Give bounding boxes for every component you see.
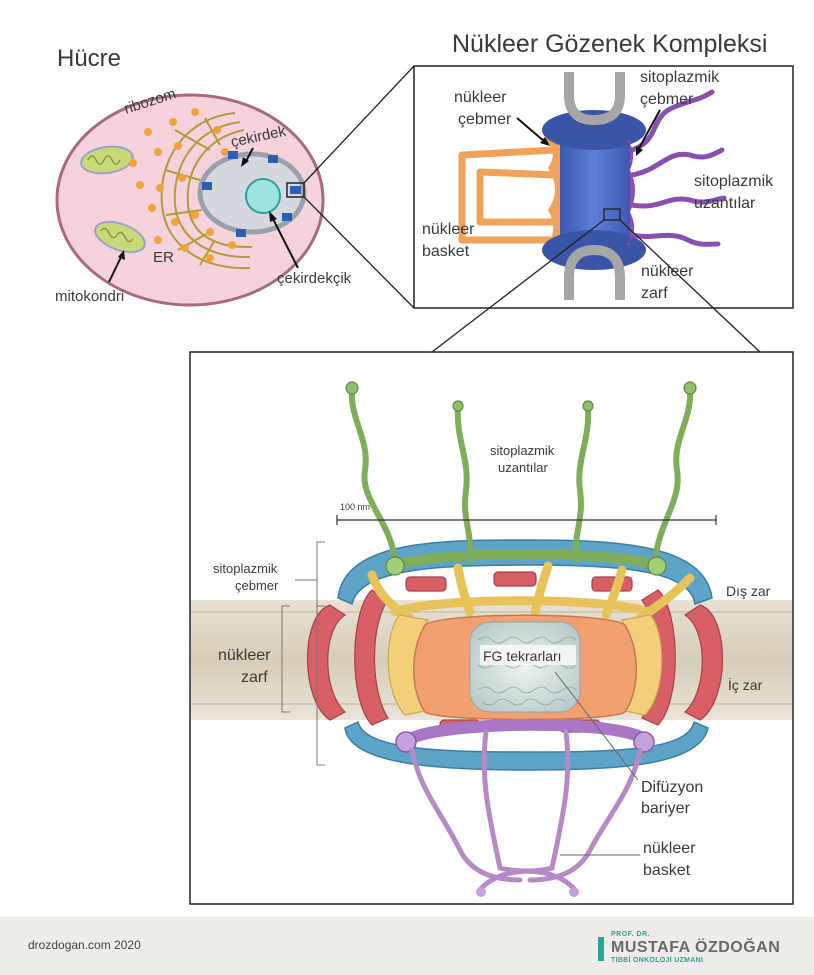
npc-schematic-panel: Nükleer Gözenek Kompleksi nükleer çebmer xyxy=(413,30,794,309)
logo-mark xyxy=(598,937,604,961)
sito-cebmer-arrow xyxy=(637,109,661,151)
label-sito-uzanti-1: sitoplazmik xyxy=(694,173,774,190)
label-nukleer-basket-1: nükleer xyxy=(422,221,475,238)
nukleer-cebmer-arrow xyxy=(516,117,546,143)
pore-body xyxy=(560,130,630,250)
detail-label-dis-zar: Dış zar xyxy=(726,583,771,599)
detail-label-fg: FG tekrarları xyxy=(483,648,562,664)
spoke-ring xyxy=(367,561,695,623)
endoplasmic-reticulum xyxy=(160,112,253,270)
scale-bar xyxy=(336,515,717,525)
label-nukleer-zarf-1: nükleer xyxy=(641,263,694,280)
mitochondrion-lower xyxy=(94,220,146,254)
detail-label-sito-uzanti-2: uzantılar xyxy=(498,460,549,475)
nuclear-envelope-upper xyxy=(564,72,625,126)
scale-label: 100 nm xyxy=(340,502,370,512)
nuclear-envelope-lower xyxy=(564,244,625,300)
label-sito-cebmer-2: çebmer xyxy=(640,91,694,108)
nuclear-ring-outer xyxy=(344,720,709,771)
npc-detail-panel: sitoplazmik uzantılar 100 nm sitoplazmik… xyxy=(189,351,794,905)
logo-name: MUSTAFA ÖZDOĞAN xyxy=(611,939,781,956)
cytoplasmic-filaments xyxy=(348,387,694,563)
fg-label-bg xyxy=(480,645,576,665)
detail-label-sito-cebmer-2: çebmer xyxy=(235,578,279,593)
label-nukleer-cebmer-2: çebmer xyxy=(458,111,512,128)
nuclear-basket-schematic xyxy=(458,146,557,244)
label-er: ER xyxy=(153,249,174,266)
npc-title: Nükleer Gözenek Kompleksi xyxy=(452,30,767,58)
detail-label-sito-cebmer-1: sitoplazmik xyxy=(213,561,278,576)
cell-title: Hücre xyxy=(57,45,121,72)
highlighted-pore-box xyxy=(286,182,305,198)
fg-repeats xyxy=(469,621,581,713)
difuzyon-pointer xyxy=(554,671,639,781)
detail-label-basket-1: nükleer xyxy=(643,840,696,857)
detail-label-difuzyon-1: Difüzyon xyxy=(641,779,703,796)
detail-label-nukleer-zarf-1: nükleer xyxy=(218,647,271,664)
label-cekirdekcik: çekirdekçik xyxy=(277,270,352,287)
detail-label-ic-zar: İç zar xyxy=(728,676,763,693)
detail-label-basket-2: basket xyxy=(643,862,691,879)
zoom-lines-2 xyxy=(431,219,761,353)
detail-label-sito-uzanti-1: sitoplazmik xyxy=(490,443,555,458)
label-mitokondri: mitokondri xyxy=(55,288,124,305)
zoom-lines-1 xyxy=(303,65,415,309)
cell-panel: Hücre xyxy=(55,45,352,307)
brackets xyxy=(281,541,325,766)
pore-zoom-box xyxy=(603,208,621,221)
label-nukleer-cebmer-1: nükleer xyxy=(454,89,507,106)
footer-site: drozdogan.com 2020 xyxy=(28,938,141,952)
basket-ring xyxy=(399,718,654,748)
cekirdekcik-arrow xyxy=(271,216,299,269)
logo-subtitle: TIBBİ ONKOLOJİ UZMANI xyxy=(611,957,704,964)
label-nukleer-basket-2: basket xyxy=(422,243,470,260)
cytoplasmic-filaments-schematic xyxy=(629,89,727,247)
mitochondrion-upper xyxy=(80,145,134,175)
label-sito-cebmer-1: sitoplazmik xyxy=(640,69,720,86)
ribosomes xyxy=(129,108,236,262)
mitokondri-arrow xyxy=(108,254,123,283)
nucleolus xyxy=(245,178,281,214)
logo-prefix: PROF. DR. xyxy=(611,931,651,938)
label-sito-uzanti-2: uzantılar xyxy=(694,195,756,212)
nuclear-basket-filaments xyxy=(409,729,643,893)
label-nukleer-zarf-2: zarf xyxy=(641,285,668,302)
detail-label-difuzyon-2: bariyer xyxy=(641,800,691,817)
author-logo: PROF. DR. MUSTAFA ÖZDOĞAN TIBBİ ONKOLOJİ… xyxy=(598,929,798,965)
cyto-ring-green xyxy=(390,549,661,571)
detail-label-nukleer-zarf-2: zarf xyxy=(241,669,268,686)
footer: drozdogan.com 2020 PROF. DR. MUSTAFA ÖZD… xyxy=(0,917,814,975)
